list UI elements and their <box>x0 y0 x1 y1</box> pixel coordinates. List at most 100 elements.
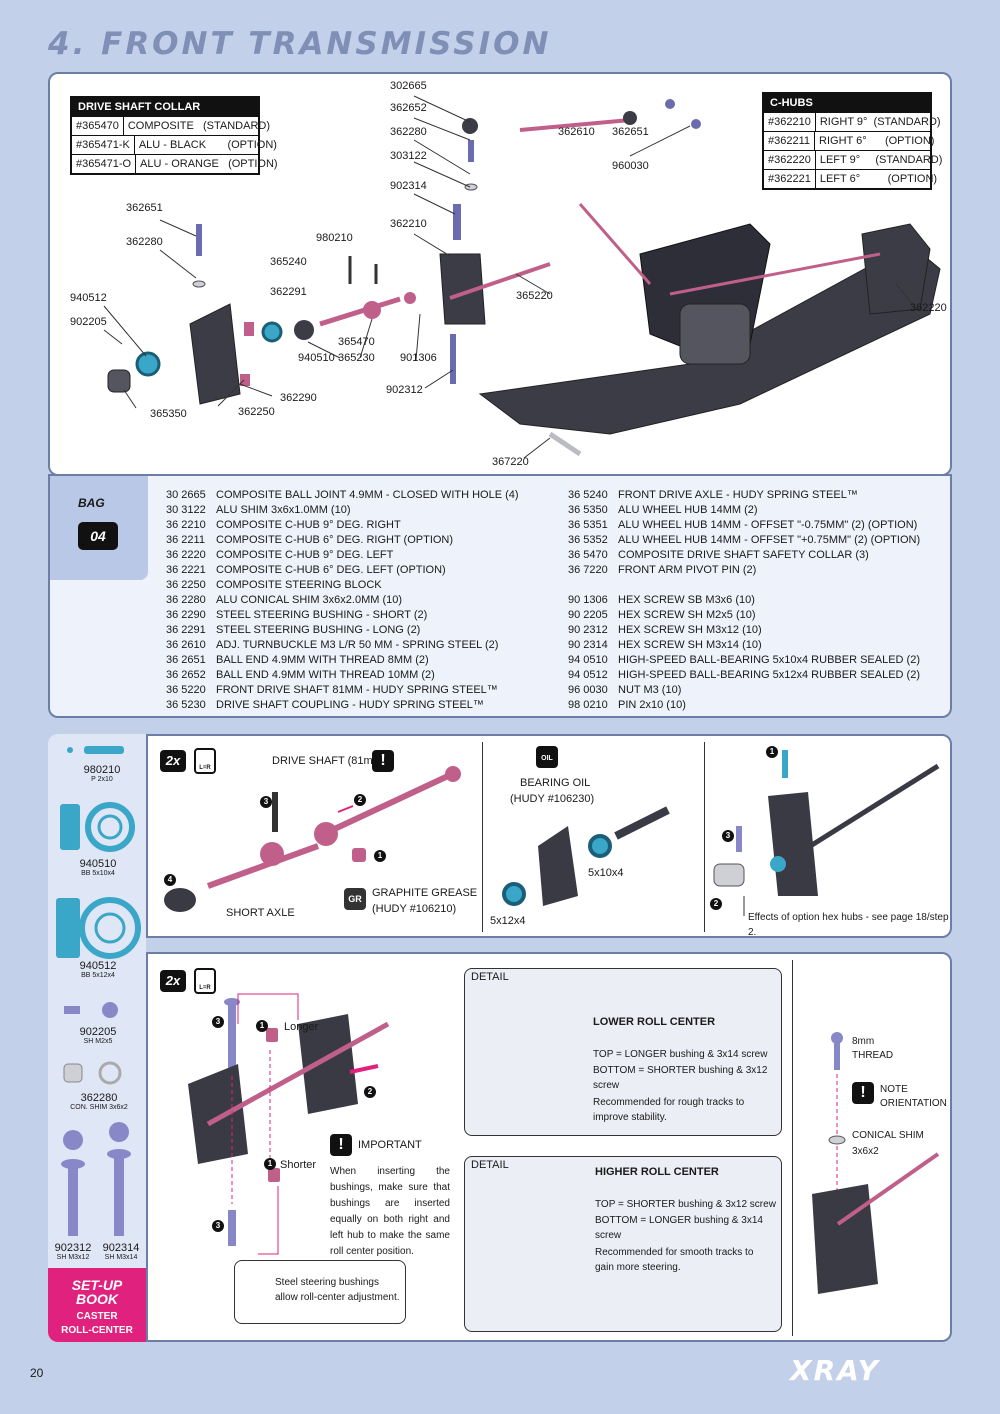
hex-hub-note: Effects of option hex hubs - see page 18… <box>748 912 949 938</box>
part-desc: COMPOSITE C-HUB 9° DEG. RIGHT <box>216 519 401 531</box>
part-desc: COMPOSITE (STANDARD) <box>127 120 271 132</box>
c-hubs-header: C-HUBS <box>764 94 930 112</box>
side-part-code: 362280 <box>80 1092 118 1104</box>
part-code: 36 5350 <box>568 504 608 516</box>
divider <box>792 960 793 1336</box>
part-code: 36 5240 <box>568 489 608 501</box>
detail-lower-roll-center: DETAIL LOWER ROLL CENTER TOP = LONGER bu… <box>464 968 782 1136</box>
part-code: 36 5352 <box>568 534 608 546</box>
side-part-code: 902205 <box>79 1026 117 1038</box>
bag-indicator: BAG 04 <box>50 476 148 580</box>
part-desc: ALU - ORANGE (OPTION) <box>140 158 278 170</box>
detail-higher-roll-center: DETAIL HIGHER ROLL CENTER TOP = SHORTER … <box>464 1156 782 1332</box>
part-code: 36 5230 <box>166 699 206 711</box>
divider <box>704 742 705 932</box>
part-desc: ADJ. TURNBUCKLE M3 L/R 50 MM - SPRING ST… <box>216 639 499 651</box>
step-1-multiplier: 2x <box>160 750 186 772</box>
page-number: 20 <box>30 1366 44 1380</box>
higher-bottom: BOTTOM = LONGER bushing & 3x14 screw <box>595 1215 763 1241</box>
step-number-1: 1 <box>256 1020 268 1032</box>
step-number-1: 1 <box>264 1158 276 1170</box>
drive-axle <box>319 296 401 327</box>
side-part-size: BB 5x12x4 <box>81 972 115 979</box>
step-number-3: 3 <box>260 796 272 808</box>
turnbuckle <box>519 118 631 132</box>
part-code: #362210 <box>764 113 816 131</box>
part-label: 980210 <box>316 232 353 244</box>
part-code: 36 2210 <box>166 519 206 531</box>
part-desc: LEFT 9° (STANDARD) <box>819 154 943 166</box>
bearing-oil-label: BEARING OIL <box>520 777 591 789</box>
step-2-multiplier: 2x <box>160 970 186 992</box>
note-label-2: ORIENTATION <box>880 1098 947 1109</box>
side-part-code: 940510 <box>79 858 117 870</box>
part-desc: FRONT DRIVE AXLE - HUDY SPRING STEEL™ <box>618 489 858 501</box>
graphite-grease-ref: (HUDY #106210) <box>372 903 457 915</box>
part-code: 36 2291 <box>166 624 206 636</box>
part-code: 30 2665 <box>166 489 206 501</box>
part-label: 303122 <box>390 150 427 162</box>
important-text: When inserting the bushings, make sure t… <box>330 1166 450 1257</box>
part-label: 365220 <box>516 290 553 302</box>
part-desc: ALU CONICAL SHIM 3x6x2.0MM (10) <box>216 594 403 606</box>
setup-book-title-1: SET-UP <box>71 1277 123 1293</box>
part-code: #362221 <box>764 170 816 188</box>
part-code: 90 1306 <box>568 594 608 606</box>
side-parts-drawing <box>56 746 141 1236</box>
side-part-size: SH M2x5 <box>83 1038 113 1045</box>
part-label: 362280 <box>126 236 163 248</box>
part-desc: FRONT ARM PIVOT PIN (2) <box>618 564 757 576</box>
part-label: 362291 <box>270 286 307 298</box>
steering-block <box>189 303 241 405</box>
list-item: 36 5240 FRONT DRIVE AXLE - HUDY SPRING ST… <box>568 488 920 503</box>
bushing-note-box: Steel steering bushings allow roll-cente… <box>234 1260 406 1324</box>
part-label: 940512 <box>70 292 107 304</box>
part-code: 96 0030 <box>568 684 608 696</box>
part-desc: COMPOSITE STEERING BLOCK <box>216 579 382 591</box>
list-spacer <box>568 578 920 593</box>
part-code: 36 2651 <box>166 654 206 666</box>
shorter-label: Shorter <box>280 1159 317 1171</box>
higher-roll-center-title: HIGHER ROLL CENTER <box>595 1166 719 1178</box>
drive-shaft-collar-header: DRIVE SHAFT COLLAR <box>72 98 258 116</box>
part-desc: COMPOSITE C-HUB 6° DEG. RIGHT (OPTION) <box>216 534 454 546</box>
step-1-drawing <box>164 750 940 916</box>
step-1-lr-icon: L=R <box>194 748 216 774</box>
part-code: #362211 <box>764 132 816 150</box>
part-label: 362651 <box>126 202 163 214</box>
lr-text: L=R <box>199 985 211 991</box>
part-desc: BALL END 4.9MM WITH THREAD 8MM (2) <box>216 654 429 666</box>
bushing-note: Steel steering bushings allow roll-cente… <box>275 1277 400 1303</box>
step-number-3: 3 <box>212 1016 224 1028</box>
part-code: 90 2314 <box>568 639 608 651</box>
part-desc: ALU - BLACK (OPTION) <box>138 139 277 151</box>
part-label: 362290 <box>280 392 317 404</box>
lr-text: L=R <box>199 765 211 771</box>
part-desc: RIGHT 9° (STANDARD) <box>819 116 941 128</box>
part-code: 30 3122 <box>166 504 206 516</box>
part-label: 362250 <box>238 406 275 418</box>
gearbox <box>679 303 751 365</box>
part-desc: STEEL STEERING BUSHING - SHORT (2) <box>216 609 428 621</box>
page-title: 4. FRONT TRANSMISSION <box>48 26 552 62</box>
